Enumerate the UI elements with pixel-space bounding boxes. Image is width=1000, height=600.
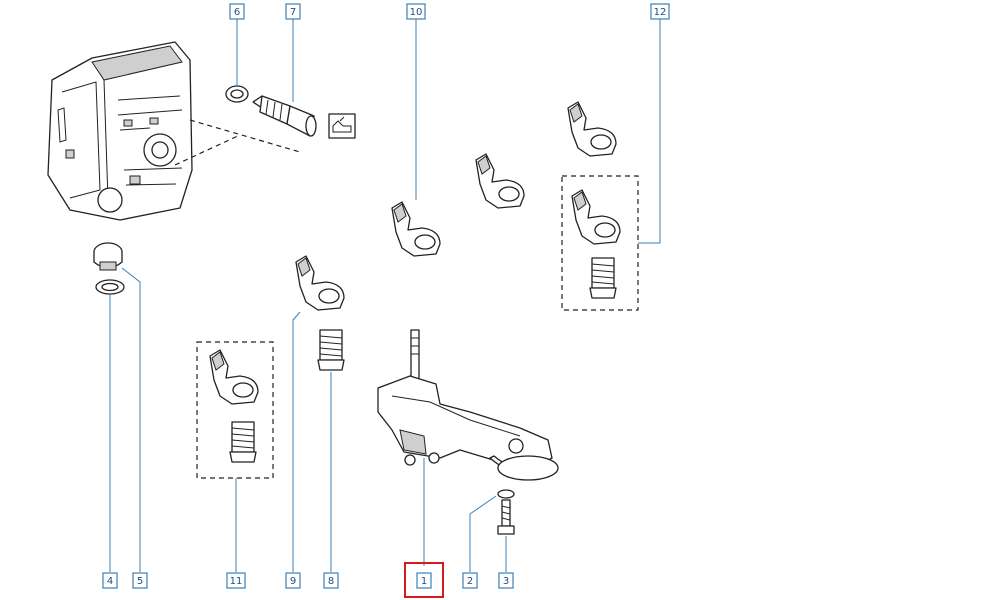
svg-text:9: 9 (290, 576, 296, 587)
callout-3: 3 (498, 572, 514, 589)
callout-7: 7 (285, 3, 301, 20)
callout-8: 8 (323, 572, 339, 589)
leader-lines (109, 19, 661, 572)
callout-10: 10 (406, 3, 426, 20)
engine-sensor-guide (174, 119, 301, 166)
jet-banjo-bolt-8 (317, 329, 345, 371)
svg-text:10: 10 (410, 7, 423, 18)
callout-1: 1 (404, 562, 444, 598)
jet-banjo-bolt-11 (229, 421, 257, 463)
callout-9: 9 (285, 572, 301, 589)
svg-text:5: 5 (137, 576, 143, 587)
svg-text:4: 4 (107, 576, 113, 587)
callout-11: 11 (226, 572, 246, 589)
jet-kit-group-11 (196, 341, 274, 479)
plug-washer-4 (95, 279, 125, 295)
drain-plug-5 (93, 242, 123, 271)
svg-text:8: 8 (328, 576, 334, 587)
svg-text:2: 2 (467, 576, 473, 587)
callout-1-highlight (404, 562, 444, 598)
callout-6: 6 (229, 3, 245, 20)
pump-bolt-3 (497, 499, 515, 535)
sealing-washer-6 (225, 85, 249, 103)
svg-text:7: 7 (290, 7, 296, 18)
piston-cooling-jet-10b (475, 153, 525, 209)
oil-pressure-warning-symbol (328, 113, 356, 139)
piston-cooling-jet-11 (209, 349, 259, 405)
oil-pump-1 (377, 329, 559, 481)
piston-cooling-jet-9 (295, 255, 345, 311)
svg-text:1: 1 (421, 576, 427, 587)
svg-text:12: 12 (654, 7, 667, 18)
callout-5: 5 (132, 572, 148, 589)
callout-2: 2 (462, 572, 478, 589)
engine-block-illustration (47, 41, 193, 221)
callout-12: 12 (650, 3, 670, 20)
piston-cooling-jet-12b (571, 189, 621, 245)
svg-text:6: 6 (234, 7, 240, 18)
jet-banjo-bolt-12 (589, 257, 617, 299)
jet-kit-group-12 (561, 175, 639, 311)
callout-4: 4 (102, 572, 118, 589)
svg-text:11: 11 (230, 576, 243, 587)
oil-pressure-sensor-7 (252, 95, 317, 137)
piston-cooling-jet-10a (391, 201, 441, 257)
piston-cooling-jet-12a (567, 101, 617, 157)
svg-text:3: 3 (503, 576, 509, 587)
pump-washer-2 (497, 489, 515, 499)
